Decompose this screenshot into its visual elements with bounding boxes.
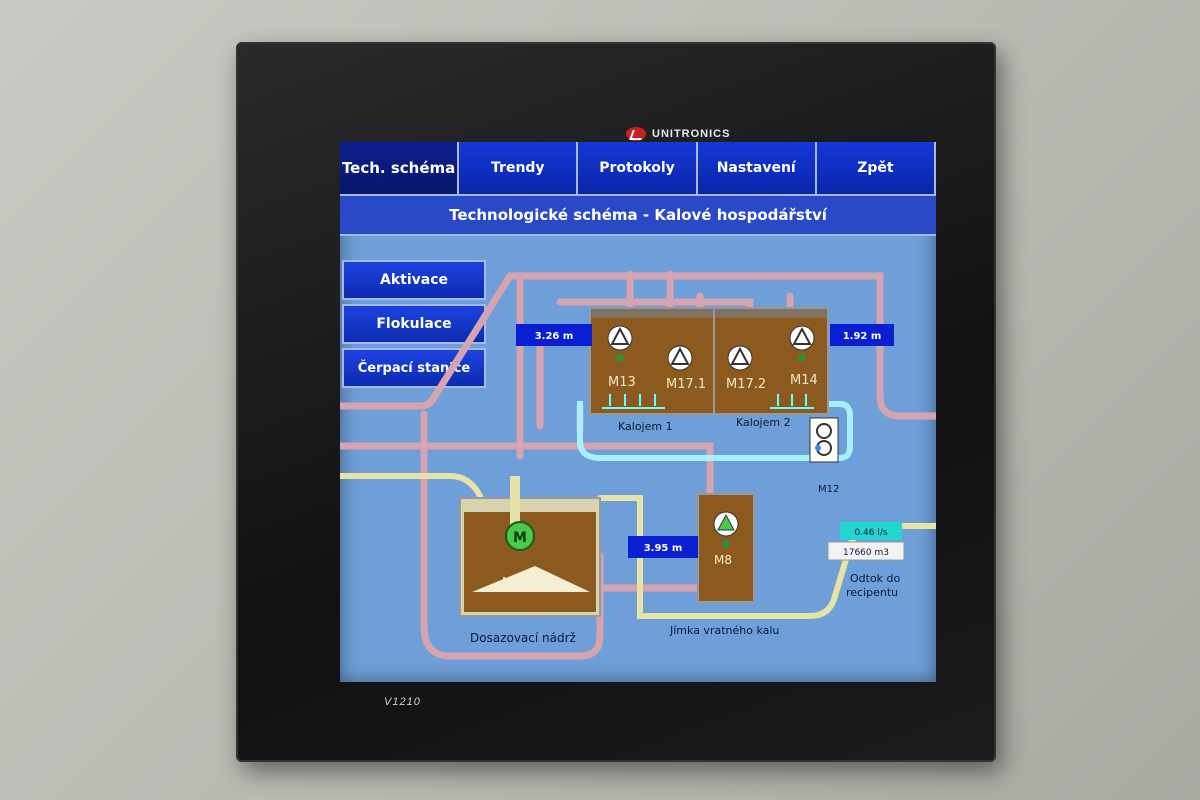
level-box-kalojem-1 (516, 324, 592, 346)
tab-protokoly[interactable]: Protokoly (578, 142, 698, 194)
tank-headspace (590, 308, 828, 318)
mixer-m14-icon (789, 325, 815, 351)
brand-logo-icon (626, 127, 646, 141)
motor-m-letter: M (513, 530, 527, 546)
level-box-kalojem-2 (830, 324, 894, 346)
brand-label: UNITRONICS (626, 124, 796, 144)
tab-tech-schema[interactable]: Tech. schéma (340, 142, 460, 194)
page-title: Technologické schéma - Kalové hospodářst… (340, 194, 936, 236)
pipe-mid (340, 442, 714, 510)
tank-kalojem-1 (589, 307, 715, 415)
flow-total-value: 17660 m3 (843, 548, 889, 558)
dosazovaci-label: Dosazovací nádrž (470, 631, 576, 645)
pump-m12-icon (809, 417, 839, 463)
motor-m-icon: M (505, 521, 535, 551)
mixer-m17-1-icon (667, 345, 693, 371)
process-diagram: M13 M17.1 M17.2 M14 Kalojem 1 Kalojem 2 … (340, 270, 936, 660)
pipe-center (536, 332, 584, 435)
flow-total-box (827, 541, 905, 561)
aeration-arrows-icon (602, 394, 814, 409)
m11-5-label: M11.5 (502, 575, 539, 589)
tab-nastaveni[interactable]: Nastavení (697, 142, 817, 194)
nav-flokulace-button[interactable]: Flokulace (342, 304, 486, 344)
level-kalojem-2-value: 1.92 m (843, 331, 882, 342)
m17-2-label: M17.2 (726, 377, 766, 392)
m14-label: M14 (790, 373, 818, 388)
jimka-label: Jímka vratného kalu (669, 624, 779, 637)
flow-rate-box (840, 522, 902, 540)
auto-mode-icon (616, 354, 806, 362)
m12-label: M12 (818, 484, 839, 495)
m13-label: M13 (608, 375, 636, 390)
model-label: V1210 (384, 696, 421, 708)
brand-name: UNITRONICS (652, 128, 731, 140)
pipe-outer-loop (340, 272, 936, 420)
nav-aktivace-button[interactable]: Aktivace (342, 260, 486, 300)
pipe-inner-top (516, 270, 794, 460)
mixer-m17-2-icon (727, 345, 753, 371)
tab-zpet[interactable]: Zpět (816, 142, 936, 194)
kalojem-1-label: Kalojem 1 (618, 420, 673, 433)
m8-label: M8 (714, 553, 732, 567)
pump-m8-icon (713, 511, 739, 548)
clarifier-shaft (510, 476, 520, 536)
level-kalojem-1-value: 3.26 m (535, 331, 574, 342)
pipe-cyan-loop (577, 401, 853, 461)
level-jimka-value: 3.95 m (644, 543, 683, 554)
hmi-bezel: UNITRONICS V1210 Tech. schéma Trendy Pro… (236, 42, 996, 762)
pipe-yellow-left (340, 473, 493, 529)
clarifier-scraper (472, 566, 590, 592)
outflow-label-line1: Odtok do (850, 572, 901, 585)
hmi-screen: Tech. schéma Trendy Protokoly Nastavení … (340, 142, 936, 682)
outflow-label-line2: recipentu (846, 586, 898, 599)
level-box-jimka (628, 536, 698, 558)
tab-trendy[interactable]: Trendy (459, 142, 579, 194)
pipe-left-down (420, 410, 604, 660)
mixer-m13-icon (607, 325, 633, 351)
top-tabs: Tech. schéma Trendy Protokoly Nastavení … (340, 142, 936, 194)
kalojem-2-label: Kalojem 2 (736, 416, 791, 429)
m17-1-label: M17.1 (666, 377, 706, 392)
flow-rate-value: 0.46 l/s (854, 528, 887, 538)
nav-cerpaci-stanice-button[interactable]: Čerpací stanice (342, 348, 486, 388)
